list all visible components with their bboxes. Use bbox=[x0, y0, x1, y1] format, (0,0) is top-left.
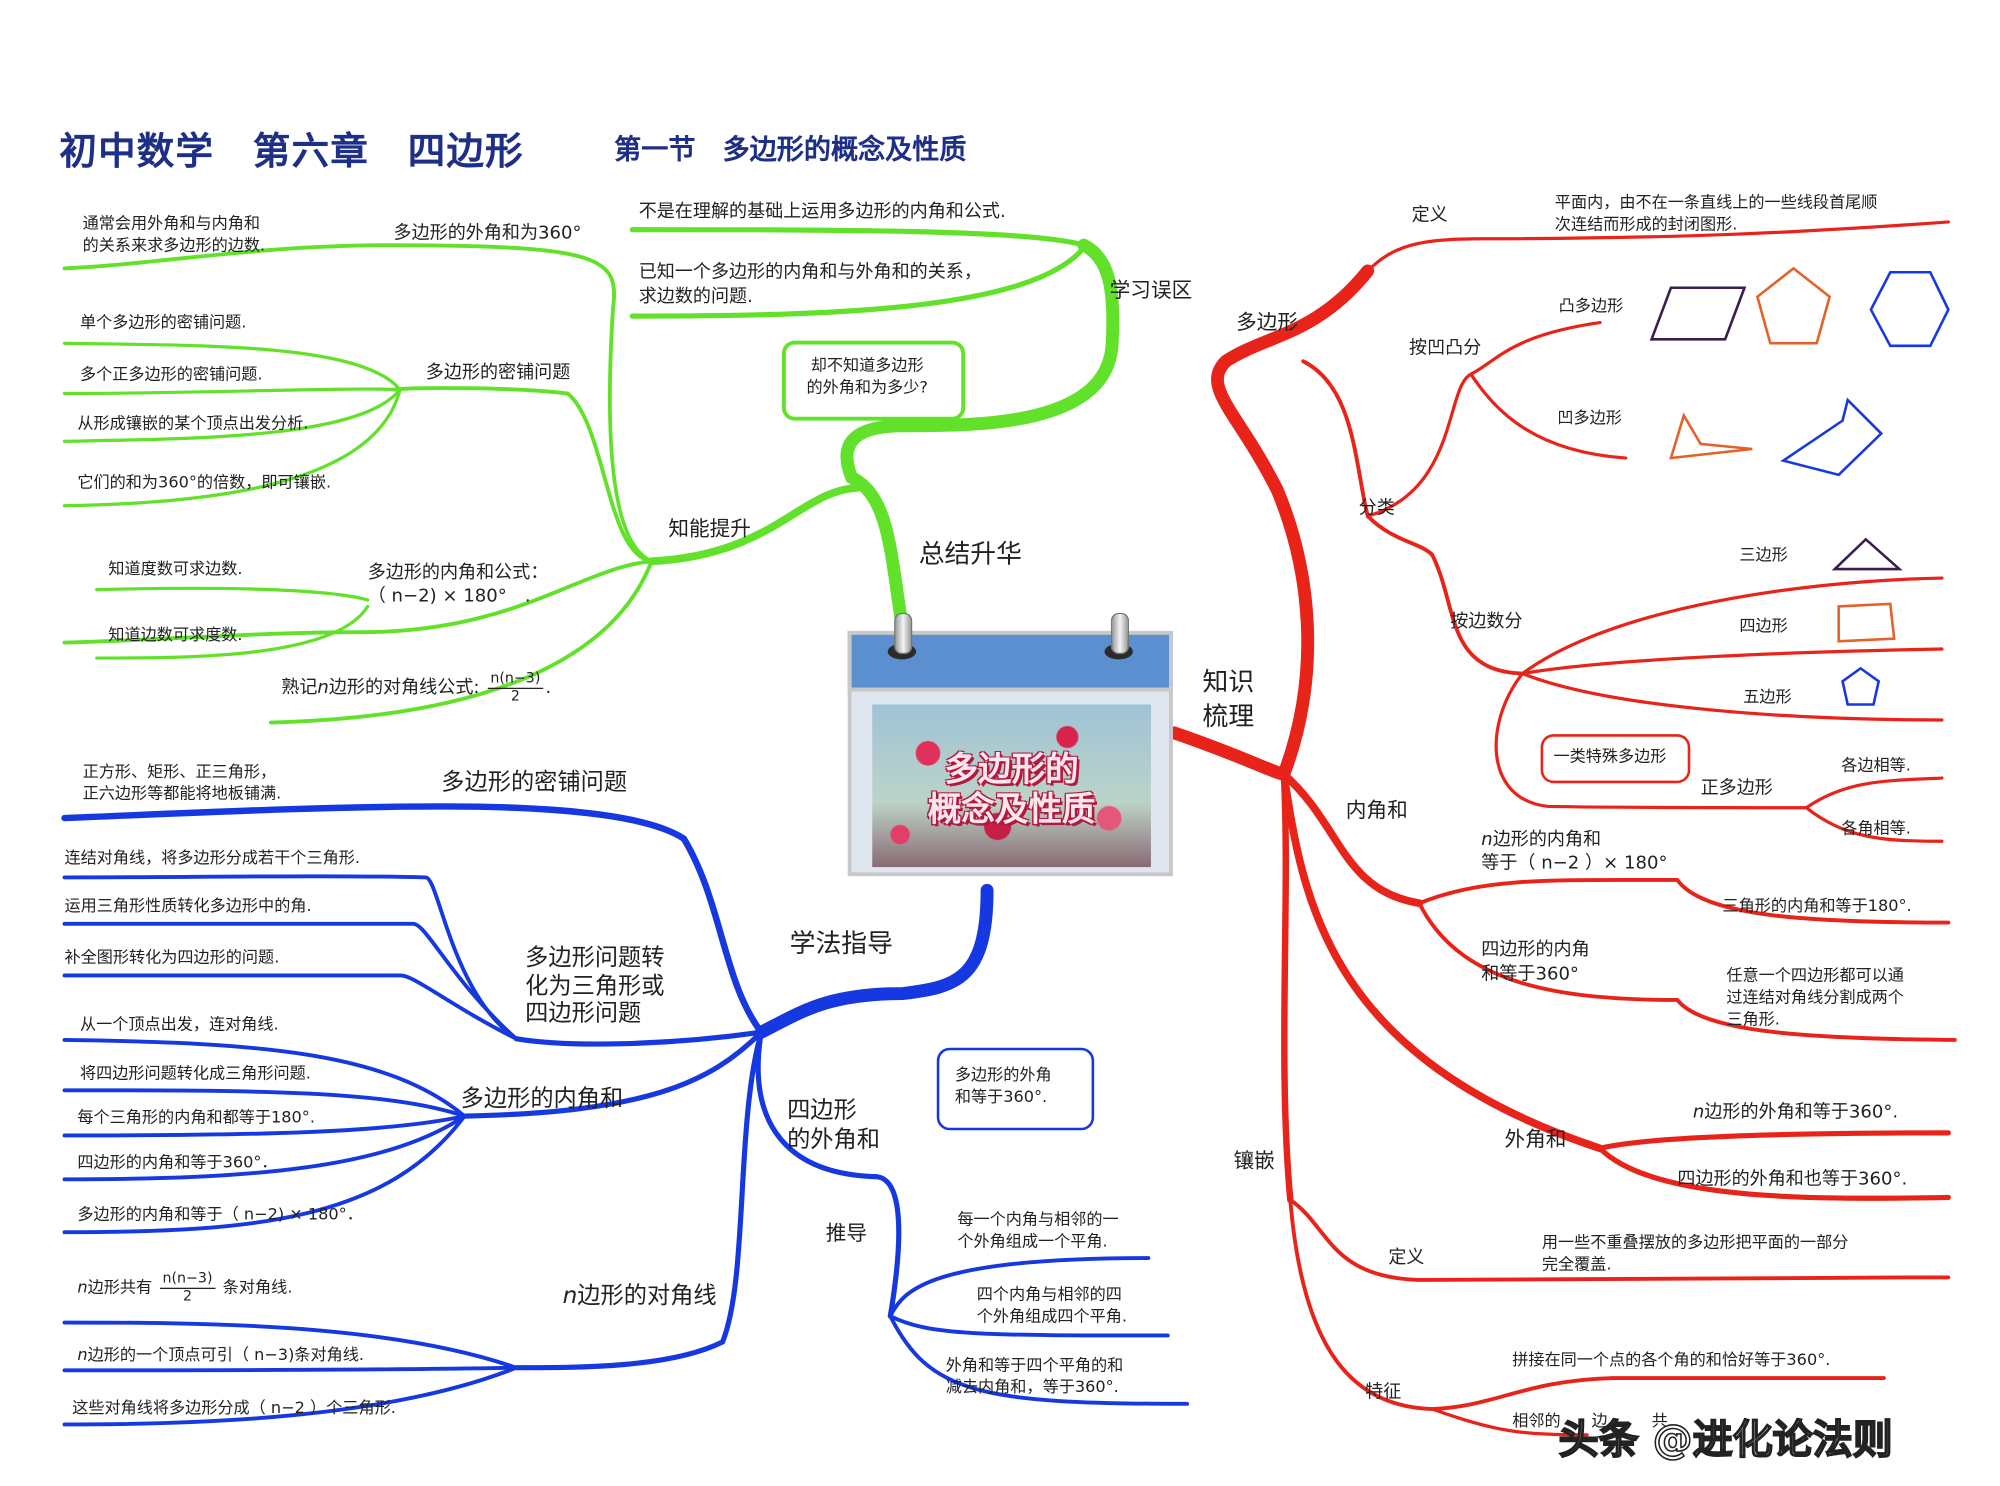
blue-interior-leaf: 从一个顶点出发，连对角线. bbox=[79, 1014, 279, 1034]
exterior-sum-red-label: 外角和 bbox=[1504, 1126, 1567, 1151]
feature-label: 特征 bbox=[1365, 1381, 1402, 1403]
red-branch-label: 知识 梳理 bbox=[1202, 665, 1255, 732]
derive-leaf: 四个内角与相邻的四 个外角组成四个平角. bbox=[976, 1283, 1128, 1325]
parallelogram-shape bbox=[1649, 286, 1747, 341]
watermark: 头条 @进化论法则 bbox=[1558, 1416, 1893, 1464]
blue-interior-leaf: 每个三角形的内角和都等于180°. bbox=[77, 1107, 315, 1127]
convert-label: 多边形问题转 化为三角形或 四边形问题 bbox=[525, 944, 665, 1028]
triangle-shape bbox=[1831, 537, 1903, 571]
red-to-tessellation bbox=[1280, 770, 1294, 1204]
blue-interior-leaf: 多边形的内角和等于（ n−2) × 180°． bbox=[77, 1203, 363, 1224]
tessellation-definition-text: 用一些不重叠摆放的多边形把平面的一部分 完全覆盖. bbox=[1541, 1232, 1849, 1274]
special-polygon-callout: 一类特殊多边形 bbox=[1540, 734, 1691, 784]
diagonal-fraction: n(n−3)2 bbox=[487, 670, 543, 705]
interior-formula-leaf: 知道边数可求度数. bbox=[108, 624, 243, 644]
green-tessellation-leaf: 单个多边形的密铺问题. bbox=[79, 312, 247, 332]
blue-interior-label: 多边形的内角和 bbox=[460, 1085, 624, 1113]
green-to-zhineng bbox=[647, 483, 862, 566]
mistake-leaf-2: 已知一个多边形的内角和与外角和的关系， 求边数的问题. bbox=[638, 261, 982, 307]
green-tessellation-leaf: 它们的和为360°的倍数，即可镶嵌. bbox=[77, 472, 332, 492]
polygon-label: 多边形 bbox=[1236, 309, 1299, 335]
concave-label: 凹多边形 bbox=[1557, 407, 1622, 428]
convex-label: 凸多边形 bbox=[1558, 295, 1624, 315]
regular-leaf: 各边相等. bbox=[1841, 754, 1911, 775]
regular-leaf: 各角相等. bbox=[1841, 818, 1911, 838]
calendar-ring-left bbox=[894, 612, 913, 655]
interior-sum-label: 内角和 bbox=[1345, 797, 1408, 822]
blue-trunk bbox=[754, 883, 994, 1039]
pentagon-label: 五边形 bbox=[1743, 686, 1792, 706]
interior-formula-leaf: 知道度数可求边数. bbox=[108, 558, 243, 579]
green-tessellation-leaf: 多个正多边形的密铺问题. bbox=[79, 363, 263, 384]
triangle-label: 三边形 bbox=[1739, 544, 1788, 564]
green-trunk bbox=[840, 238, 1120, 639]
concave-polygon-shape bbox=[1780, 397, 1884, 477]
diagonals-leaf-3: 这些对角线将多边形分成（ n−2 ）个三角形. bbox=[72, 1397, 396, 1417]
quadrilateral-shape bbox=[1837, 602, 1896, 643]
page-subtitle: 第一节 多边形的概念及性质 bbox=[614, 134, 967, 166]
exterior-sum-leaf: 通常会用外角和与内角和 的关系来求多边形的边数. bbox=[82, 212, 266, 255]
exterior-callout: 多边形的外角 和等于360°. bbox=[936, 1047, 1095, 1131]
exterior-sum-label: 多边形的外角和为360° bbox=[393, 223, 582, 244]
mistakes-label: 学习误区 bbox=[1109, 277, 1193, 302]
derive-leaf: 外角和等于四个平角的和 减去内角和，等于360°. bbox=[945, 1354, 1124, 1396]
ngon-interior-label: n边形的内角和 等于（ n−2 ）× 180° bbox=[1481, 829, 1668, 874]
tessellation-definition-label: 定义 bbox=[1388, 1247, 1425, 1269]
blue-tessellation-leaf: 正方形、矩形、正三角形， 正六边形等都能将地板铺满. bbox=[82, 761, 282, 803]
regular-polygon-label: 正多边形 bbox=[1700, 778, 1773, 799]
blossom-photo: 多边形的 概念及性质 bbox=[872, 704, 1151, 868]
green-branch-label: 总结升华 bbox=[918, 538, 1022, 570]
quad-interior-label: 四边形的内角 和等于360° bbox=[1481, 939, 1590, 985]
mistake-callout: 却不知道多边形 的外角和为多少? bbox=[781, 340, 966, 421]
blue-interior-leaf: 四边形的内角和等于360°． bbox=[77, 1152, 278, 1172]
calendar-ring-right bbox=[1110, 612, 1130, 655]
quad-interior-leaf: 任意一个四边形都可以通 过连结对角线分割成两个 三角形. bbox=[1726, 965, 1904, 1029]
pentagon-shape bbox=[1755, 266, 1832, 345]
convert-leaf: 连结对角线，将多边形分成若干个三角形. bbox=[64, 847, 360, 868]
green-mistake-line2 bbox=[629, 245, 1087, 319]
exterior-leaf-2: 四边形的外角和也等于360°. bbox=[1677, 1169, 1908, 1190]
concave-triangle-shape bbox=[1669, 412, 1753, 460]
polygon-definition-label: 定义 bbox=[1411, 205, 1448, 226]
ngon-interior-leaf: 三角形的内角和等于180°. bbox=[1722, 895, 1912, 915]
blue-branch-label: 学法指导 bbox=[789, 927, 893, 959]
diagonals-leaf-1: n边形共有 n(n−3)2 条对角线. bbox=[77, 1269, 293, 1305]
small-pentagon-shape bbox=[1841, 666, 1881, 706]
blue-interior-leaf: 将四边形问题转化成三角形问题. bbox=[79, 1063, 311, 1083]
feature-leaf-1: 拼接在同一个点的各个角的和恰好等于360°. bbox=[1512, 1349, 1831, 1370]
exterior-leaf-1: n边形的外角和等于360°. bbox=[1692, 1101, 1899, 1123]
page-title: 初中数学 第六章 四边形 bbox=[59, 129, 524, 173]
classification-label: 分类 bbox=[1358, 498, 1395, 519]
green-mistake-line1 bbox=[629, 227, 1087, 248]
derive-leaf: 每一个内角与相邻的一 个外角组成一个平角. bbox=[957, 1209, 1119, 1251]
red-to-exterior bbox=[1279, 770, 1604, 1153]
feature-leaf-2: 相邻的 边 共 bbox=[1512, 1410, 1668, 1430]
blue-tessellation-label: 多边形的密铺问题 bbox=[441, 769, 628, 797]
polygon-definition-text: 平面内，由不在一条直线上的一些线段首尾顺 次连结而形成的封闭图形. bbox=[1554, 192, 1878, 234]
diagonal-formula-note: 熟记n边形的对角线公式: n(n−3)2. bbox=[281, 669, 552, 705]
zhineng-label: 知能提升 bbox=[668, 516, 751, 541]
hexagon-shape bbox=[1869, 270, 1950, 348]
convert-leaf: 补全图形转化为四边形的问题. bbox=[64, 947, 280, 967]
center-title: 多边形的 概念及性质 bbox=[927, 750, 1096, 830]
convert-leaf: 运用三角形性质转化多边形中的角. bbox=[64, 895, 312, 915]
quadrilateral-label: 四边形 bbox=[1739, 615, 1788, 635]
blue-diagonals-label: n边形的对角线 bbox=[562, 1282, 717, 1310]
mistake-leaf-1: 不是在理解的基础上运用多边形的内角和公式. bbox=[638, 201, 1006, 222]
by-sides-label: 按边数分 bbox=[1450, 611, 1523, 633]
red-tessellation-label: 镶嵌 bbox=[1233, 1148, 1275, 1173]
red-to-interior bbox=[1279, 770, 1424, 908]
diagonals-leaf-2: n边形的一个顶点可引（ n−3)条对角线. bbox=[77, 1344, 365, 1364]
derive-label: 推导 bbox=[825, 1220, 868, 1246]
concavity-label: 按凹凸分 bbox=[1409, 338, 1482, 359]
quad-exterior-label: 四边形 的外角和 bbox=[787, 1096, 880, 1153]
interior-formula-label: 多边形的内角和公式： （ n−2) × 180° . bbox=[367, 562, 549, 607]
center-topic-card: 多边形的 概念及性质 bbox=[847, 612, 1173, 886]
diagonals-fraction: n(n−3)2 bbox=[159, 1270, 216, 1305]
green-tessellation-leaf: 从形成镶嵌的某个顶点出发分析. bbox=[77, 412, 309, 433]
green-tessellation-label: 多边形的密铺问题 bbox=[425, 362, 571, 384]
